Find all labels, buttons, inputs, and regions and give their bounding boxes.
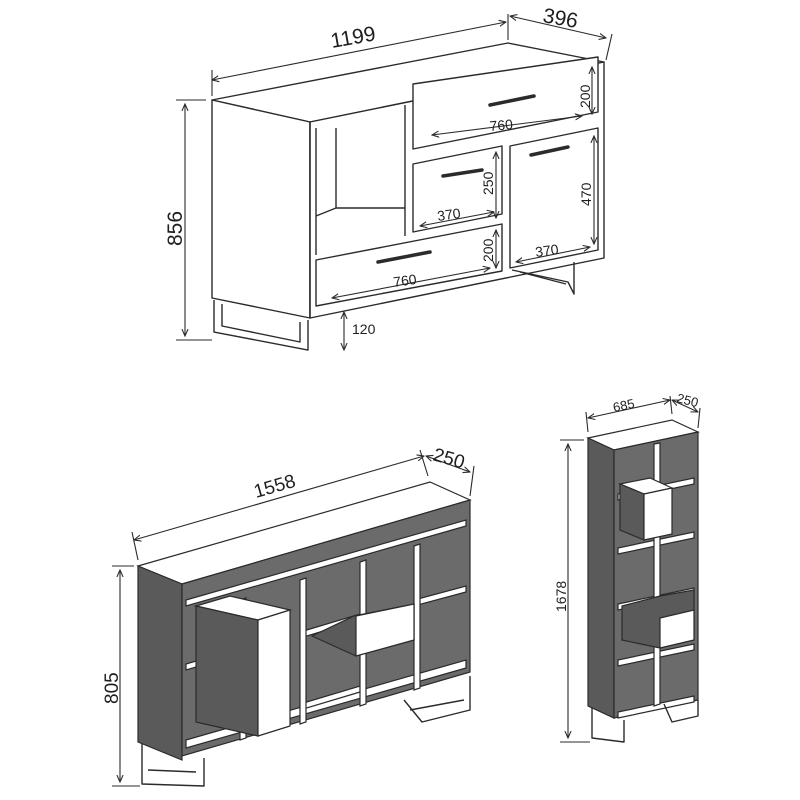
- small-drawer-height-label: 250: [480, 171, 496, 195]
- wide-shelf-height-label: 805: [102, 672, 123, 704]
- door-height-label: 470: [578, 182, 594, 206]
- tall-shelf-side: [587, 437, 615, 719]
- sideboard-height-label: 856: [164, 211, 187, 246]
- sideboard-side: [211, 99, 311, 319]
- door-width-label: 370: [534, 241, 560, 260]
- tall-shelf-dimensions: 685 250 1678: [553, 390, 701, 743]
- tall-shelf-left-leg: [591, 708, 625, 743]
- wide-shelf-depth-label: 250: [431, 445, 467, 474]
- wide-shelf: [136, 481, 472, 787]
- tall-shelf-height-label: 1678: [553, 581, 569, 612]
- top-drawer-height-label: 200: [577, 84, 593, 108]
- sideboard-left-leg: [213, 300, 309, 351]
- wide-shelf-width-label: 1558: [252, 471, 298, 503]
- tall-shelf-right-leg: [663, 700, 699, 723]
- wide-shelf-left-leg: [141, 744, 205, 787]
- leg-height-label: 120: [352, 321, 376, 337]
- tall-shelf-width-label: 685: [612, 396, 636, 415]
- sideboard: [211, 42, 605, 351]
- wide-shelf-right-leg: [403, 676, 471, 723]
- sideboard-depth-label: 396: [541, 4, 580, 33]
- tall-shelf-depth-label: 250: [675, 390, 700, 410]
- bottom-drawer-width-label: 760: [392, 271, 418, 290]
- wide-shelf-side: [137, 565, 183, 761]
- bottom-drawer-height-label: 200: [480, 238, 496, 262]
- top-drawer-width-label: 760: [489, 116, 514, 134]
- tall-shelf: [586, 419, 700, 743]
- sideboard-right-leg: [511, 262, 575, 295]
- small-drawer-width-label: 370: [436, 205, 462, 224]
